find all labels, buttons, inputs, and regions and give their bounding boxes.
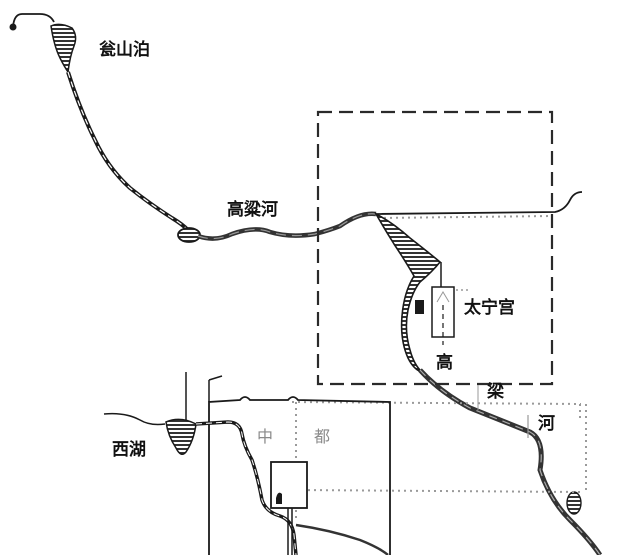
gaoliang-river-lower <box>418 368 603 555</box>
small-pool <box>177 227 201 243</box>
label-he: 河 <box>538 414 555 434</box>
label-du: 都 <box>314 427 331 446</box>
dotted-city-wall <box>291 385 587 520</box>
label-gaolianghe: 高粱河 <box>227 200 278 220</box>
taining-palace <box>431 286 470 345</box>
label-zhong: 中 <box>257 427 274 446</box>
taining-lake <box>373 212 442 373</box>
xihu-canal <box>195 420 389 555</box>
island-block <box>415 300 424 314</box>
label-liang: 梁 <box>487 382 504 402</box>
wengshanpo-source <box>9 13 55 31</box>
gaoliang-river <box>197 191 583 241</box>
label-wengshanpo: 瓮山泊 <box>99 40 150 60</box>
zhongdu-palace <box>270 461 308 555</box>
river-upper-channel <box>66 71 190 232</box>
wengshanpo-lake <box>50 23 77 75</box>
dashed-boundary <box>316 110 554 386</box>
label-taininggong: 太宁宫 <box>464 298 515 318</box>
xihu-lake <box>103 412 197 455</box>
zhongdu-wall <box>185 372 391 555</box>
label-gao: 高 <box>436 353 453 373</box>
label-xihu: 西湖 <box>112 440 146 460</box>
